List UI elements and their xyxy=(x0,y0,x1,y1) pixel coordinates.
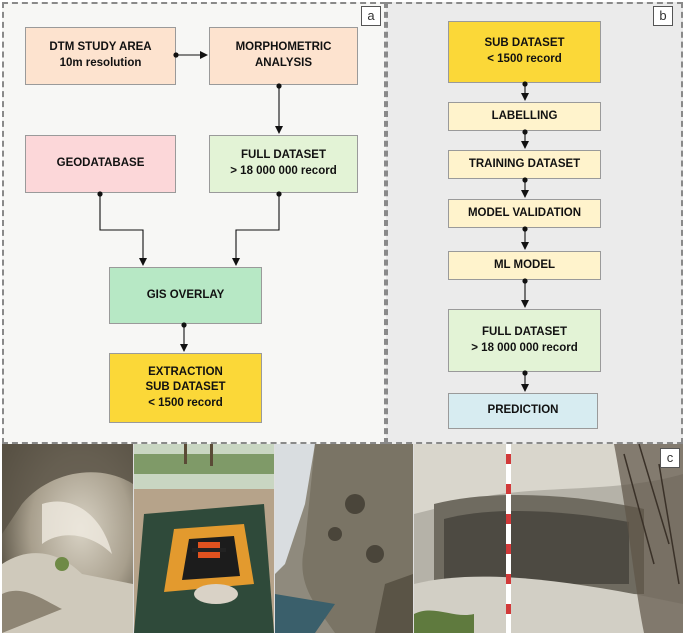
panel-a-tag: a xyxy=(361,6,381,26)
model-validation-box: MODEL VALIDATION xyxy=(448,199,601,228)
prediction-box: PREDICTION xyxy=(448,393,598,429)
dtm-study-area-box: DTM STUDY AREA 10m resolution xyxy=(25,27,176,85)
rock-shelter-photo xyxy=(414,444,683,633)
full-dataset-box-a: FULL DATASET > 18 000 000 record xyxy=(209,135,358,193)
morphometric-analysis-box: MORPHOMETRIC ANALYSIS xyxy=(209,27,358,85)
cave-photo xyxy=(2,444,133,633)
gis-overlay-box: GIS OVERLAY xyxy=(109,267,262,324)
panel-c-tag: c xyxy=(660,448,680,468)
sub-dataset-box: SUB DATASET < 1500 record xyxy=(448,21,601,83)
geodatabase-box: GEODATABASE xyxy=(25,135,176,193)
panel-b-tag: b xyxy=(653,6,673,26)
ml-model-box: ML MODEL xyxy=(448,251,601,280)
training-dataset-box: TRAINING DATASET xyxy=(448,150,601,179)
extraction-sub-dataset-box: EXTRACTION SUB DATASET < 1500 record xyxy=(109,353,262,423)
drone-photo xyxy=(134,444,274,633)
full-dataset-box-b: FULL DATASET > 18 000 000 record xyxy=(448,309,601,372)
labelling-box: LABELLING xyxy=(448,102,601,131)
cliff-photo xyxy=(275,444,413,633)
